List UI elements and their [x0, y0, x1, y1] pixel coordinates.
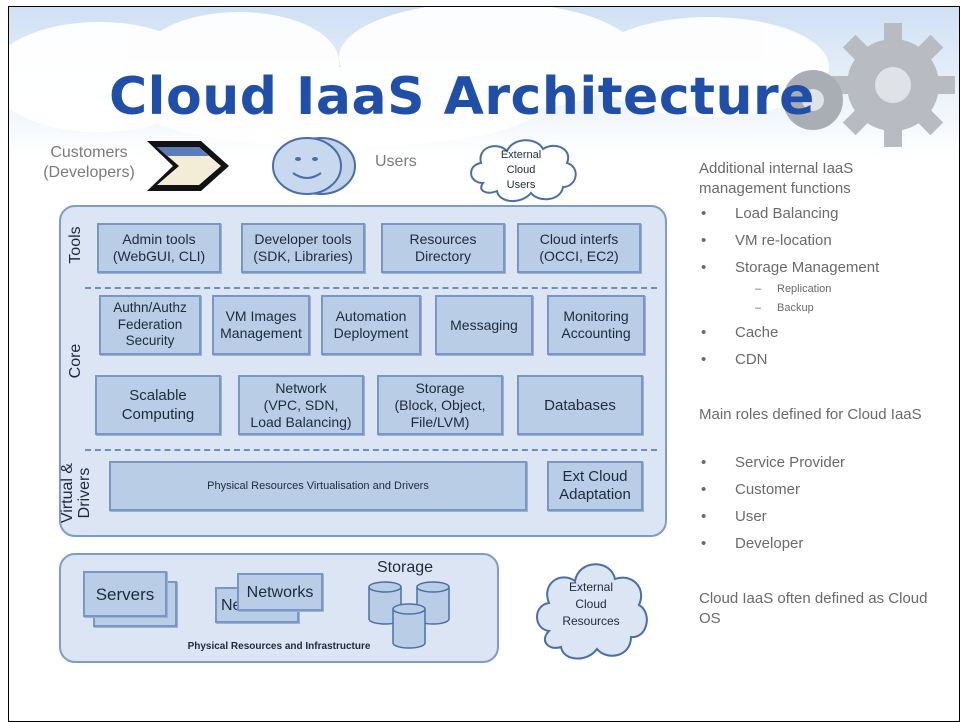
role-item: Service Provider: [735, 454, 846, 471]
bullet-dot: •: [701, 535, 707, 552]
core-messaging: Messaging: [435, 295, 533, 355]
role-item: Customer: [735, 481, 801, 498]
bullet-dot: •: [701, 259, 707, 276]
external-cloud-resources-label: External Cloud Resources: [562, 580, 620, 628]
users-label: Users: [375, 153, 417, 170]
right-intro: Additional internal IaaS management func…: [699, 160, 854, 197]
bullet-dot: •: [701, 481, 707, 498]
role-item: User: [735, 508, 767, 525]
external-cloud-resources-icon: [536, 563, 648, 660]
bullet-dot: •: [701, 454, 707, 471]
function-item: CDN: [735, 351, 768, 368]
layer-label-tools: Tools: [67, 226, 84, 264]
physical-caption: Physical Resources and Infrastructure: [187, 641, 371, 652]
bullet-dot: •: [701, 508, 707, 525]
tools-resources-directory: Resources Directory: [381, 223, 505, 273]
layer-label-virtual: Virtual & Drivers: [59, 462, 93, 524]
virtualisation-drivers: Physical Resources Virtualisation and Dr…: [109, 461, 527, 511]
external-cloud-users-icon: [470, 139, 577, 202]
core-storage: Storage (Block, Object, File/LVM): [377, 375, 503, 435]
customers-label: Customers (Developers): [43, 144, 135, 181]
function-item: Load Balancing: [735, 205, 839, 222]
bullet-dot: •: [701, 205, 707, 222]
tools-developer: Developer tools (SDK, Libraries): [241, 223, 365, 273]
tools-admin: Admin tools (WebGUI, CLI): [97, 223, 221, 273]
tools-cloud-interfaces: Cloud interfs (OCCI, EC2): [517, 223, 641, 273]
core-databases: Databases: [517, 375, 643, 435]
external-cloud-users-label: External Cloud Users: [500, 149, 542, 191]
slide: Cloud IaaS Architecture Customers (Devel…: [8, 6, 960, 722]
users-icon: [272, 137, 356, 195]
function-item: VM re-location: [735, 232, 832, 249]
arrow-chevron-icon: [147, 141, 229, 191]
page-title: Cloud IaaS Architecture: [109, 67, 909, 137]
core-network: Network (VPC, SDN, Load Balancing): [238, 375, 364, 435]
sub-item: Backup: [777, 302, 814, 314]
closing-note: Cloud IaaS often defined as Cloud OS: [699, 590, 928, 627]
sub-dash: –: [755, 302, 762, 314]
core-monitoring: Monitoring Accounting: [547, 295, 645, 355]
bullet-dot: •: [701, 324, 707, 341]
layer-label-core: Core: [67, 343, 84, 379]
sub-item: Replication: [777, 283, 832, 295]
ext-cloud-adaptation: Ext Cloud Adaptation: [547, 461, 643, 511]
core-automation: Automation Deployment: [321, 295, 421, 355]
page-title-text: Cloud IaaS Architecture: [109, 67, 815, 127]
core-vm-images: VM Images Management: [212, 295, 310, 355]
storage-label: Storage: [377, 559, 434, 576]
divider-tools-core: [85, 287, 657, 289]
core-scalable-computing: Scalable Computing: [95, 375, 221, 435]
storage-cylinders-icon: [368, 581, 450, 649]
role-item: Developer: [735, 535, 804, 552]
gear-icon: [783, 23, 955, 147]
function-item: Cache: [735, 324, 779, 341]
bullet-dot: •: [701, 351, 707, 368]
bullet-dot: •: [701, 232, 707, 249]
sub-dash: –: [755, 283, 762, 295]
networks-box: Networks: [237, 573, 323, 611]
function-item: Storage Management: [735, 259, 880, 276]
roles-intro: Main roles defined for Cloud IaaS: [699, 406, 922, 423]
servers-box: Servers: [83, 571, 167, 617]
core-authn: Authn/Authz Federation Security: [99, 295, 201, 355]
divider-core-virtual: [85, 449, 657, 451]
